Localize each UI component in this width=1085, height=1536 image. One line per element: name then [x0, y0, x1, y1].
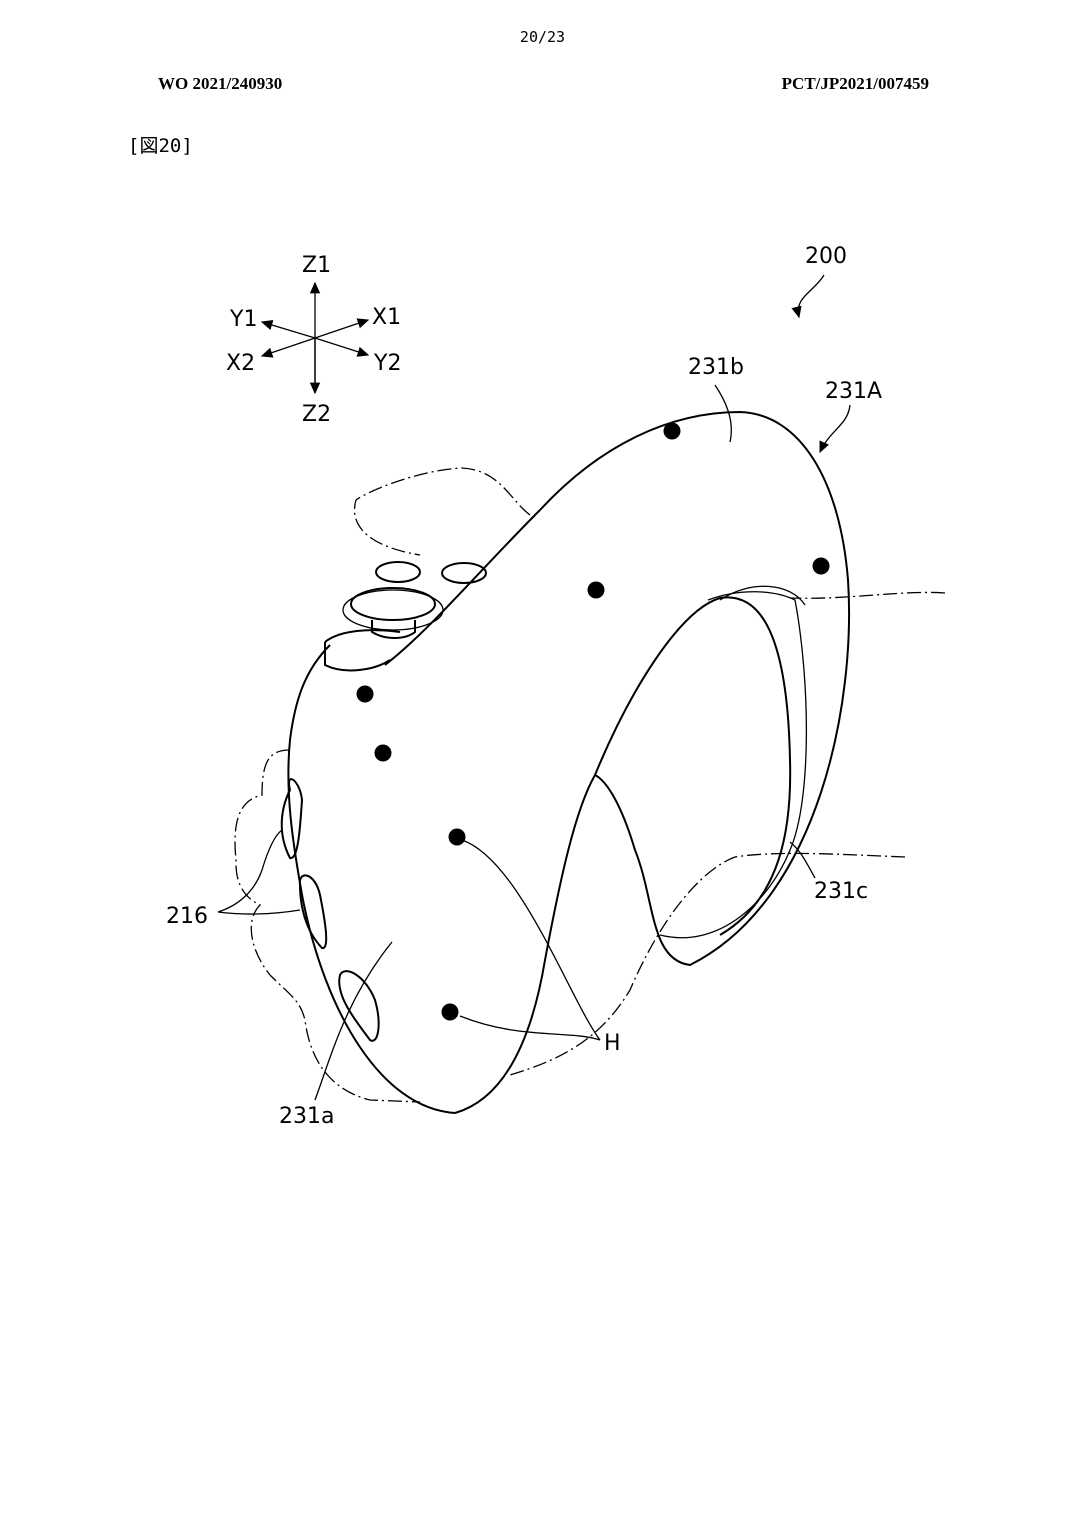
label-H: H — [604, 1031, 621, 1056]
publication-number: WO 2021/240930 — [158, 74, 283, 93]
axis-indicator: Z1 Z2 Y1 X1 X2 Y2 — [226, 253, 401, 427]
label-231b: 231b — [688, 355, 744, 380]
axis-z2-label: Z2 — [302, 402, 331, 427]
label-231a: 231a — [279, 1104, 334, 1129]
axis-x2-label: X2 — [226, 351, 255, 376]
axis-z1-label: Z1 — [302, 253, 331, 278]
label-200: 200 — [805, 244, 847, 269]
label-216: 216 — [166, 904, 208, 929]
application-number: PCT/JP2021/007459 — [781, 74, 929, 93]
page-number: 20/23 — [519, 28, 566, 46]
label-231A: 231A — [825, 379, 882, 404]
marker-dots — [356, 422, 830, 1021]
axis-x1-label: X1 — [372, 305, 401, 330]
axis-y1-label: Y1 — [229, 307, 257, 332]
figure-label: [図20] — [128, 135, 193, 157]
axis-y2-label: Y2 — [373, 351, 401, 376]
label-231c: 231c — [814, 879, 868, 904]
controller-drawing: 200 231b 231A 231c 216 H 231a — [166, 244, 946, 1129]
